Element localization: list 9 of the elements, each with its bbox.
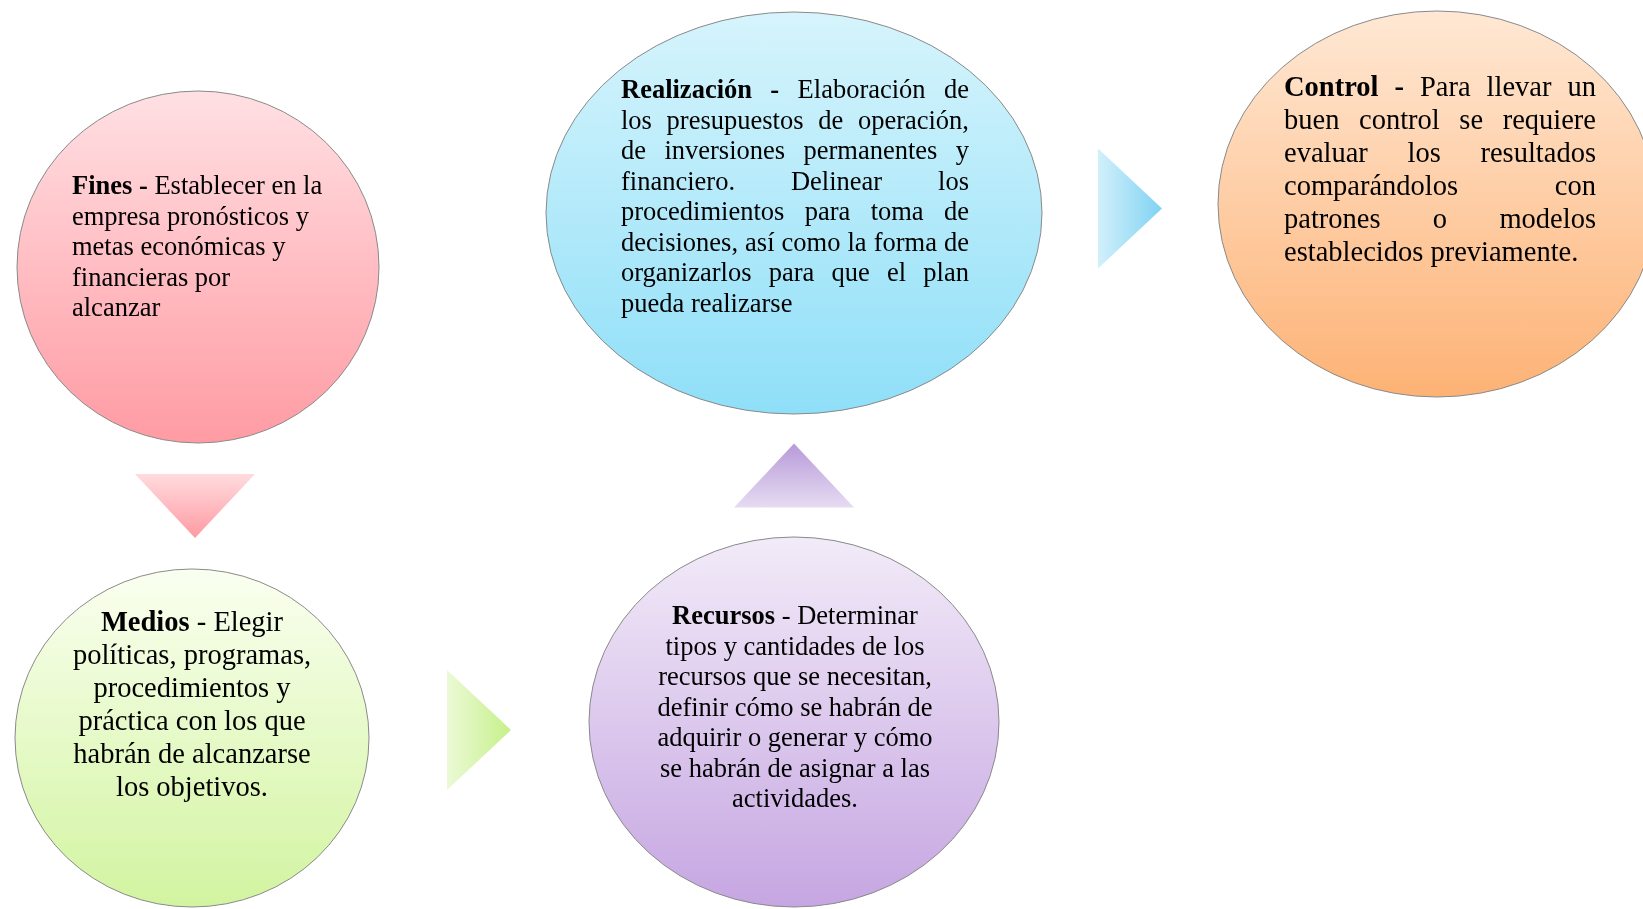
chevron-arrow bbox=[734, 443, 854, 508]
chevron-arrow bbox=[447, 670, 511, 790]
chevron-arrow bbox=[135, 474, 255, 538]
node-text: Control - Para llevar un buen control se requiere evaluar los resultados comparándolos con patrones o modelos establecidos previamente. bbox=[1284, 70, 1596, 268]
node-text: Recursos - Determinar tipos y cantidades de los recursos que se necesitan, definir cómo se habrán de adquirir o generar y cómo se habrán de asignar a las actividades. bbox=[656, 600, 934, 814]
chevron-arrow bbox=[1098, 148, 1162, 269]
node-text: Medios - Elegir políticas, programas, procedimientos y práctica con los que habrán de alcanzarse los objetivos. bbox=[72, 605, 312, 803]
node-text: Realización - Elaboración de los presupuestos de operación, de inversiones permanentes y financiero. Delinear los procedimientos para toma de decisiones, así como la forma de organizarlos para que el plan pueda realizarse bbox=[621, 74, 969, 318]
node-text: Fines - Establecer en la empresa pronósticos y metas económicas y financieras por alcanzar bbox=[72, 170, 324, 323]
